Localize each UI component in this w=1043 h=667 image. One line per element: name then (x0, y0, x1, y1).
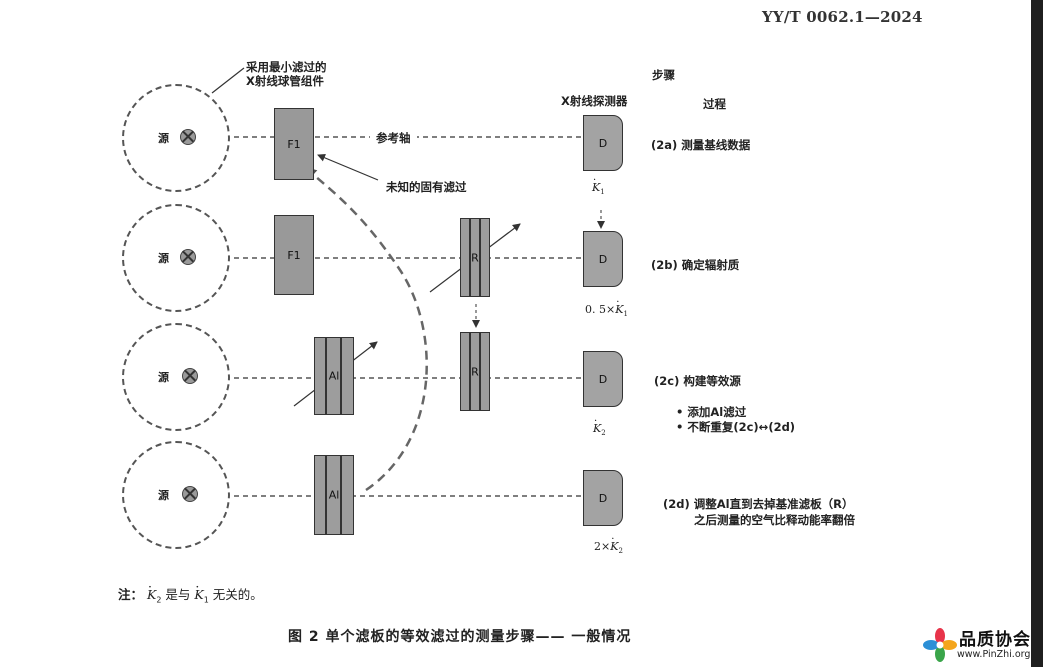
filter-stripe (479, 219, 481, 296)
bullet-add-al: • 添加Al滤过 (676, 405, 747, 419)
steps-heading: 步骤 (652, 68, 675, 82)
kerma-k1-sub: 1 (600, 188, 605, 197)
filter-f1-label: F1 (287, 248, 301, 262)
figure-caption: 图 2 单个滤板的等效滤过的测量步骤—— 一般情况 (288, 629, 632, 645)
kerma-double-sub: 2 (618, 547, 623, 556)
note-sub2: 1 (203, 595, 209, 605)
xray-source-icon (182, 486, 198, 502)
source-circle-row-2a (122, 84, 230, 192)
kerma-double-k2: 2×·K2 (594, 534, 623, 556)
kerma-double-symbol: K (610, 540, 619, 553)
watermark-title: 品质协会 (959, 630, 1031, 650)
aluminium-filter-label: Al (328, 488, 340, 502)
filter-stripe (469, 333, 471, 410)
source-circle-row-2d (122, 441, 230, 549)
unknown-filtration-arrow (317, 154, 379, 181)
kerma-half-k1: 0. 5×·K1 (585, 297, 628, 319)
note-mid: 是与 (161, 587, 195, 602)
filter-f1-label: F1 (287, 137, 301, 151)
step-2a-text: (2a) 测量基线数据 (651, 138, 751, 152)
tube-label-line2: X射线球管组件 (246, 74, 324, 88)
note-symbol1: K (147, 587, 157, 602)
xray-source-icon (180, 249, 196, 265)
source-label-row-2a: 源 (158, 132, 169, 145)
bullet-repeat: • 不断重复(2c)↔(2d) (676, 420, 796, 434)
pinzhi-logo-icon (923, 628, 957, 662)
filter-stripe (340, 338, 342, 414)
aluminium-filter-label: Al (328, 369, 340, 383)
tube-leader-line (211, 67, 245, 94)
figure-note: 注： ·K2 是与 ·K1 无关的。 (118, 579, 263, 605)
source-label-row-2d: 源 (158, 489, 169, 502)
source-circle-row-2c (122, 323, 230, 431)
filter-stripe (340, 456, 342, 534)
detector-label: D (598, 491, 608, 505)
detector-row-2b: D (583, 231, 623, 287)
detector-label: D (598, 136, 608, 150)
kerma-half-prefix: 0. 5× (585, 303, 616, 316)
reference-filter-r-row-2c: R (460, 332, 490, 411)
note-post: 无关的。 (208, 587, 263, 602)
reference-filter-label: R (471, 365, 479, 378)
watermark-url: www.PinZhi.org (957, 649, 1031, 660)
note-sub1: 2 (156, 595, 162, 605)
source-circle-row-2b (122, 204, 230, 312)
vertical-scrollbar[interactable] (1031, 0, 1043, 667)
step-2c-text: (2c) 构建等效源 (654, 374, 741, 388)
detector-row-2a: D (583, 115, 623, 171)
filter-stripe (325, 338, 327, 414)
aluminium-filter-row-2c: Al (314, 337, 354, 415)
reference-filter-r-row-2b: R (460, 218, 490, 297)
pinzhi-watermark: 品质协会 www.PinZhi.org (917, 622, 1031, 667)
detector-label: D (598, 252, 608, 266)
kerma-k1: ·K1 (592, 175, 605, 197)
kerma-half-sub: 1 (623, 310, 628, 319)
standard-code: YY/T 0062.1—2024 (762, 8, 923, 26)
step-2d-text-line2: 之后测量的空气比释动能率翻倍 (694, 513, 855, 527)
filter-stripe (479, 333, 481, 410)
unknown-filtration-label: 未知的固有滤过 (386, 180, 467, 194)
filter-f1-row-2a: F1 (274, 108, 314, 180)
filter-f1-row-2b: F1 (274, 215, 314, 295)
kerma-double-prefix: 2× (594, 540, 611, 553)
filter-stripe (325, 456, 327, 534)
kerma-k2: ·K2 (593, 416, 606, 438)
process-heading: 过程 (703, 97, 726, 111)
kerma-half-symbol: K (615, 303, 624, 316)
source-label-row-2c: 源 (158, 371, 169, 384)
step-2d-text-line1: (2d) 调整Al直到去掉基准滤板（R） (663, 497, 854, 511)
filter-stripe (469, 219, 471, 296)
xray-source-icon (182, 368, 198, 384)
detector-label: D (598, 372, 608, 386)
reference-axis-label: 参考轴 (370, 130, 417, 146)
reference-filter-label: R (471, 251, 479, 264)
note-label: 注： (118, 587, 144, 602)
equivalence-curve-arrow (304, 166, 428, 492)
detector-row-2d: D (583, 470, 623, 526)
step-2b-text: (2b) 确定辐射质 (651, 258, 740, 272)
aluminium-filter-row-2d: Al (314, 455, 354, 535)
detector-heading: X射线探测器 (561, 94, 628, 108)
xray-source-icon (180, 129, 196, 145)
kerma-k2-symbol: K (593, 422, 602, 435)
detector-row-2c: D (583, 351, 623, 407)
source-label-row-2b: 源 (158, 252, 169, 265)
tube-label-line1: 采用最小滤过的 (246, 60, 327, 74)
kerma-k2-sub: 2 (601, 429, 606, 438)
kerma-k1-symbol: K (592, 181, 601, 194)
note-symbol2: K (194, 587, 204, 602)
